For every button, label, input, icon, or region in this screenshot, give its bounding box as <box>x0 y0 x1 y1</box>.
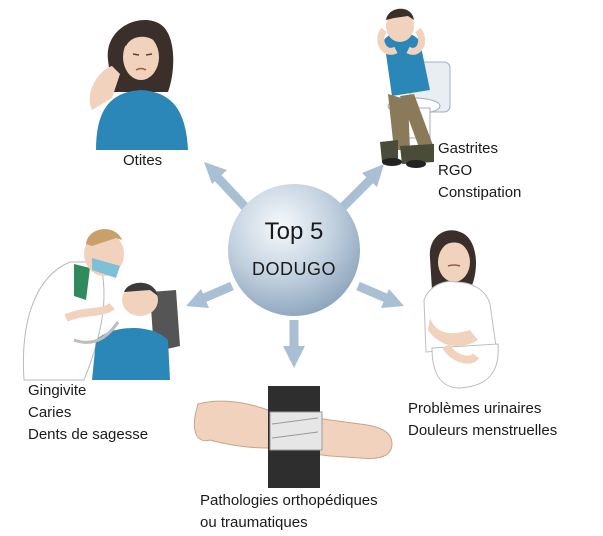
label-dental: Gingivite Caries Dents de sagesse <box>28 380 148 446</box>
label-ent: Otites <box>123 150 162 172</box>
arrow-to-ortho <box>283 320 305 368</box>
label-digestive: Gastrites RGO Constipation <box>438 138 521 204</box>
woman-abdominal-pain-icon <box>423 230 499 389</box>
arrows <box>186 162 404 368</box>
label-line: Gingivite <box>28 382 87 399</box>
label-line: Constipation <box>438 184 522 201</box>
label-line: ou traumatiques <box>200 514 308 531</box>
hub-title: Top 5 <box>264 218 324 245</box>
label-line: RGO <box>438 162 473 179</box>
arrow-to-urinary <box>356 281 404 308</box>
arrow-to-digestive <box>336 164 384 214</box>
label-line: Problèmes urinaires <box>408 400 542 417</box>
woman-earache-icon <box>89 20 188 150</box>
arrow-to-dental <box>186 281 234 308</box>
label-line: Otites <box>123 152 163 169</box>
bandaged-forearm-icon <box>194 386 393 488</box>
man-on-toilet-icon <box>377 8 451 168</box>
hub-subtitle: DODUGO <box>252 259 336 279</box>
hub-circle <box>228 184 360 316</box>
label-line: Pathologies orthopédiques <box>200 492 378 509</box>
label-line: Caries <box>28 404 72 421</box>
label-ortho: Pathologies orthopédiques ou traumatique… <box>200 490 378 534</box>
label-line: Douleurs menstruelles <box>408 422 558 439</box>
label-line: Dents de sagesse <box>28 426 149 443</box>
dentist-patient-icon <box>22 229 180 381</box>
label-line: Gastrites <box>438 140 499 157</box>
label-urinary: Problèmes urinaires Douleurs menstruelle… <box>408 398 557 442</box>
arrow-to-ent <box>204 162 252 214</box>
